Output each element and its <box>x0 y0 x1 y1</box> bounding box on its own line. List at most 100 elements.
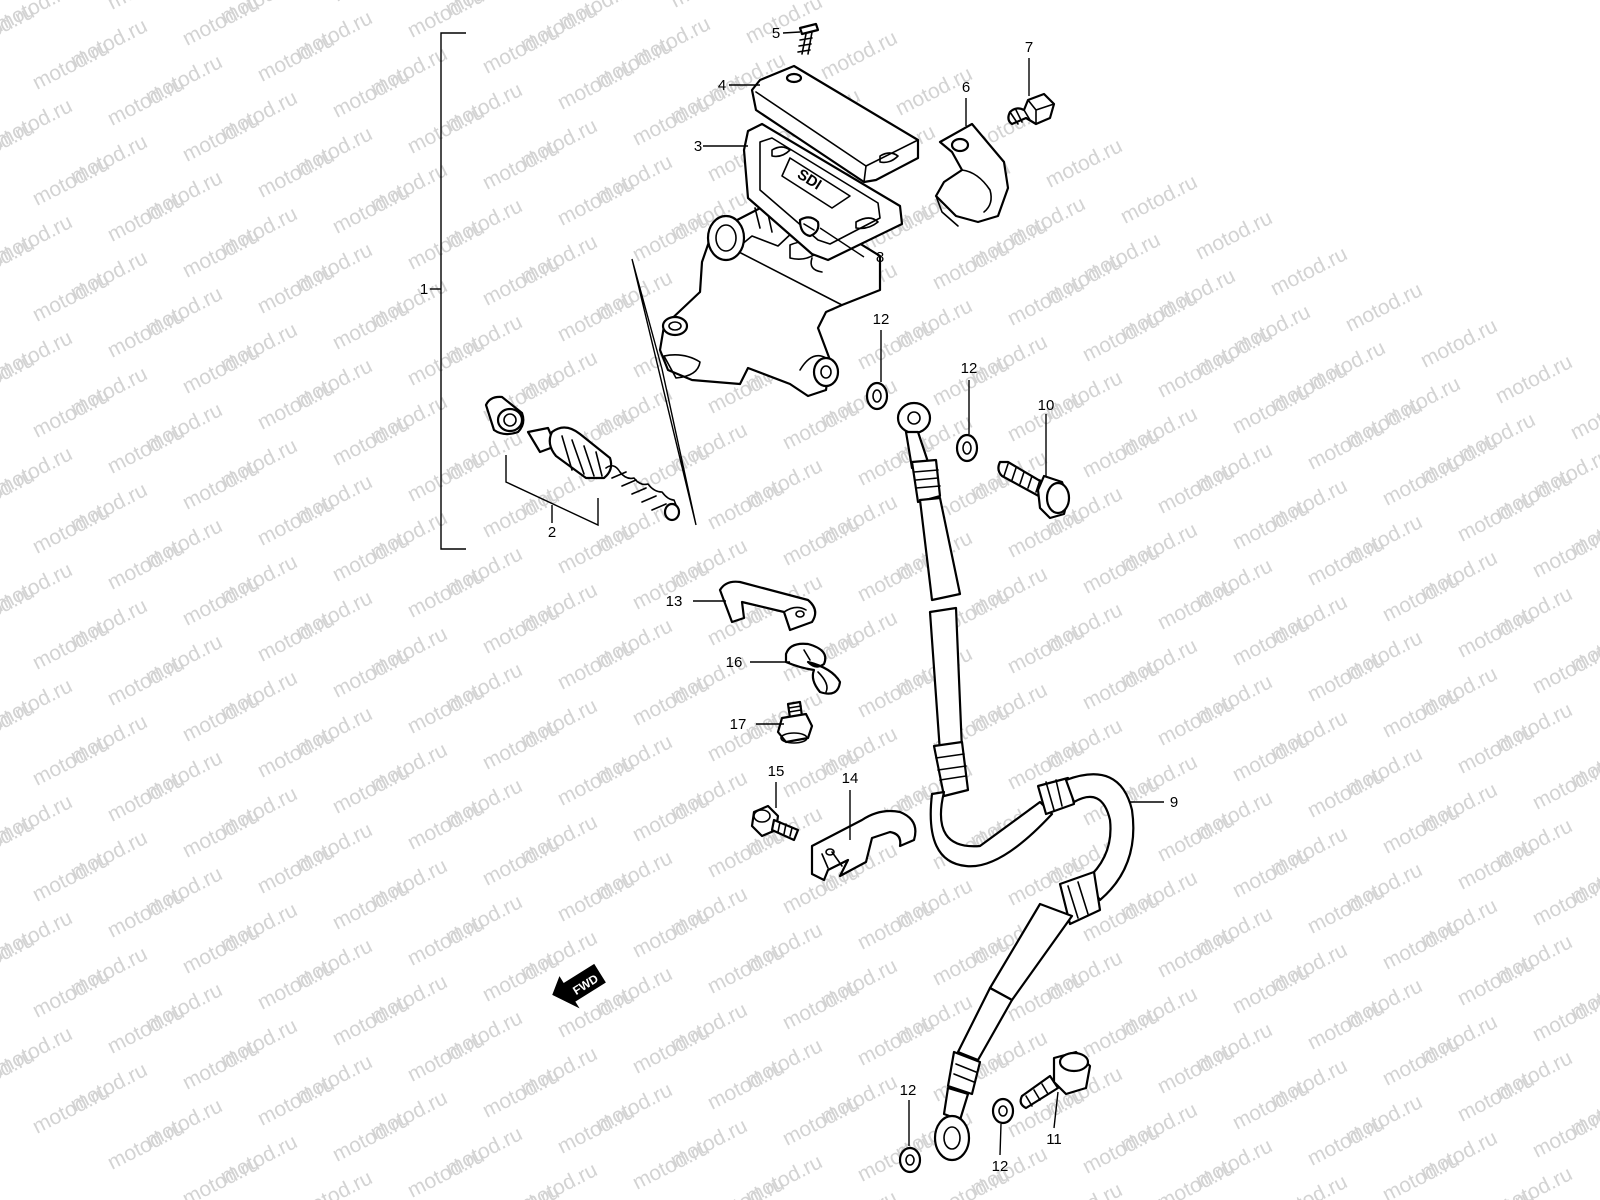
watermark-text: motod.ru <box>854 1012 938 1070</box>
hose-bracket-14[interactable] <box>810 809 917 882</box>
watermark-text: motod.ru <box>479 136 563 194</box>
watermark-text: motod.ru <box>404 100 488 158</box>
union-bolt-bottom[interactable] <box>1019 1050 1092 1110</box>
watermark-text: motod.ru <box>254 28 338 86</box>
watermark-text: motod.ru <box>329 0 413 6</box>
watermark-text: motod.ru <box>554 868 638 926</box>
watermark-text: motod.ru <box>179 224 263 282</box>
callout-10: 10 <box>1038 397 1055 414</box>
watermark-text: motod.ru <box>104 304 188 362</box>
watermark-text: motod.ru <box>254 376 338 434</box>
callout-labels: 1 2 3 4 5 6 7 8 9 10 11 12 12 12 12 13 1… <box>420 25 1178 1175</box>
watermark-text: motod.ru <box>179 0 263 50</box>
watermark-text: motod.ru <box>479 716 563 774</box>
washer-bottom-2[interactable] <box>991 1097 1015 1125</box>
watermark-text: motod.ru <box>29 384 113 442</box>
watermark-text: motod.ru <box>1079 424 1163 482</box>
watermark-text: motod.ru <box>704 940 788 998</box>
watermark-text: motod.ru <box>1154 924 1238 982</box>
watermark-text: motod.ru <box>1229 496 1313 554</box>
watermark-text: motod.ru <box>1454 836 1538 894</box>
watermark-text: motod.ru <box>1304 532 1388 590</box>
watermark-text: motod.ru <box>104 72 188 130</box>
watermark-text: motod.ru <box>404 796 488 854</box>
watermark-text: motod.ru <box>329 296 413 354</box>
watermark-text: motod.ru <box>1229 844 1313 902</box>
watermark-text: motod.ru <box>817 1186 901 1200</box>
watermark-text: motod.ru <box>1079 540 1163 598</box>
reservoir-diaphragm[interactable]: SDI <box>742 122 904 262</box>
bolt-17[interactable] <box>776 700 814 744</box>
watermark-text: motod.ru <box>329 528 413 586</box>
watermark-text: motod.ru <box>329 876 413 934</box>
hose-clamp-13[interactable] <box>718 580 817 632</box>
washer-top-2[interactable] <box>955 433 979 463</box>
watermark-text: motod.ru <box>0 522 1 580</box>
watermark-text: motod.ru <box>1454 604 1538 662</box>
watermark-text: motod.ru <box>1267 242 1351 300</box>
watermark-text: motod.ru <box>254 956 338 1014</box>
callout-5: 5 <box>772 25 780 42</box>
callout-4: 4 <box>718 77 726 94</box>
watermark-text: motod.ru <box>1042 1178 1126 1200</box>
washer-bottom-1[interactable] <box>898 1146 922 1174</box>
cap-screw[interactable] <box>797 22 820 55</box>
watermark-text: motod.ru <box>629 1020 713 1078</box>
watermark-text: motod.ru <box>1154 576 1238 634</box>
piston-kit[interactable] <box>484 395 681 527</box>
watermark-text: motod.ru <box>1379 1148 1463 1200</box>
watermark-text: motod.ru <box>0 870 1 928</box>
union-bolt-top[interactable] <box>997 460 1071 520</box>
watermark-text: motod.ru <box>1379 1032 1463 1090</box>
watermark-text: motod.ru <box>1192 206 1276 264</box>
watermark-text: motod.ru <box>1079 308 1163 366</box>
washer-top-1[interactable] <box>865 381 889 411</box>
master-cylinder-clamp[interactable] <box>934 122 1010 227</box>
watermark-text: motod.ru <box>1529 524 1600 582</box>
watermark-text: motod.ru <box>1004 620 1088 678</box>
watermark-text: motod.ru <box>404 912 488 970</box>
watermark-text: motod.ru <box>479 20 563 78</box>
watermark-text: motod.ru <box>1079 1120 1163 1178</box>
watermark-text: motod.ru <box>1454 720 1538 778</box>
diaphragm-plate[interactable] <box>798 216 820 238</box>
watermark-text: motod.ru <box>0 290 1 348</box>
watermark-text: motod.ru <box>329 64 413 122</box>
watermark-text: motod.ru <box>554 56 638 114</box>
watermark-text: motod.ru <box>404 1144 488 1200</box>
watermark-text: motod.ru <box>1079 656 1163 714</box>
watermark-text: motod.ru <box>329 412 413 470</box>
watermark-text: motod.ru <box>479 1064 563 1122</box>
watermark-text: motod.ru <box>104 188 188 246</box>
watermark-text: motod.ru <box>1079 1004 1163 1062</box>
hose-clip-16[interactable] <box>784 642 842 695</box>
watermark-text: motod.ru <box>1154 344 1238 402</box>
clamp-bolt[interactable] <box>1007 92 1056 126</box>
watermark-text: motod.ru <box>817 26 901 84</box>
callout-15: 15 <box>768 763 785 780</box>
watermark-text: motod.ru <box>1567 386 1600 444</box>
callout-7: 7 <box>1025 39 1033 56</box>
watermark-text: motod.ru <box>704 1056 788 1114</box>
watermark-text: motod.ru <box>104 768 188 826</box>
watermark-text: motod.ru <box>479 948 563 1006</box>
watermark-text: motod.ru <box>1229 728 1313 786</box>
bolt-15[interactable] <box>750 804 800 842</box>
reservoir-cap[interactable] <box>750 64 920 184</box>
watermark-text: motod.ru <box>0 638 1 696</box>
watermark-text: motod.ru <box>479 1180 563 1200</box>
callout-11: 11 <box>1046 1131 1062 1148</box>
watermark-text: motod.ru <box>554 752 638 810</box>
watermark-text: motod.ru <box>1304 996 1388 1054</box>
watermark-text: motod.ru <box>29 732 113 790</box>
watermark-text: motod.ru <box>854 664 938 722</box>
watermark-text: motod.ru <box>1417 314 1501 372</box>
clutch-hose[interactable] <box>896 401 1135 1162</box>
watermark-text: motod.ru <box>179 572 263 630</box>
watermark-text: motod.ru <box>1304 648 1388 706</box>
watermark-text: motod.ru <box>479 832 563 890</box>
watermark-text: motod.ru <box>254 1072 338 1130</box>
watermark-text: motod.ru <box>479 600 563 658</box>
watermark-text: motod.ru <box>179 108 263 166</box>
